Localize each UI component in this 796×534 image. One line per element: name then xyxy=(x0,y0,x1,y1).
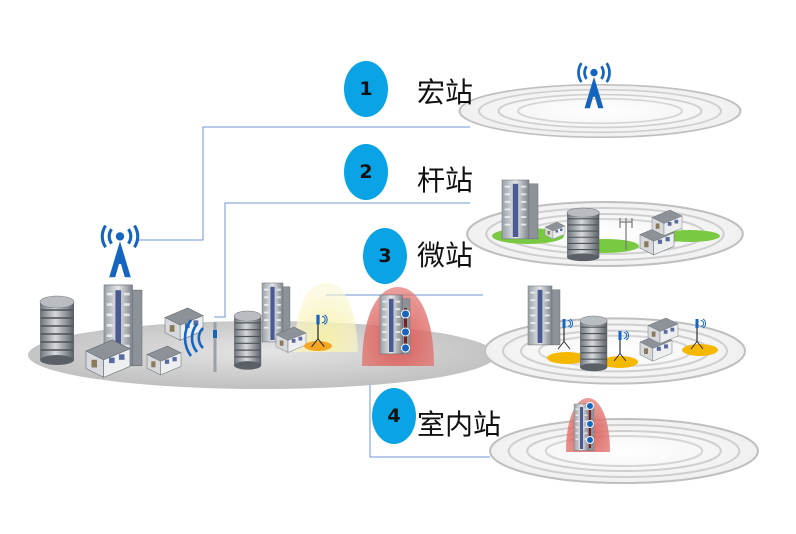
connector-line-macro xyxy=(138,126,470,241)
station-label-micro: 微站 xyxy=(417,239,474,272)
city-scene xyxy=(28,224,496,389)
connector-line-indoor xyxy=(369,364,490,458)
station-label-macro: 宏站 xyxy=(417,76,474,109)
station-label-pole: 杆站 xyxy=(417,164,474,197)
connector-line-pole xyxy=(214,202,470,318)
indoor-station-rings xyxy=(489,398,759,485)
indoor-antenna-icon xyxy=(401,308,410,353)
micro-coverage-cone xyxy=(294,283,358,352)
office-building-icon xyxy=(39,295,75,366)
pole-station-rings xyxy=(466,179,744,268)
office-building-icon xyxy=(579,315,608,372)
pole-station-icon xyxy=(183,319,217,372)
station-number-badge-4: 4 xyxy=(372,388,416,444)
macro-station-rings xyxy=(458,61,742,139)
station-number-badge-2: 2 xyxy=(344,144,388,200)
pole-antenna-icon xyxy=(619,218,633,250)
macro-antenna-icon xyxy=(100,224,140,279)
station-number-badge-1: 1 xyxy=(344,61,388,117)
indoor-antenna-icon xyxy=(586,402,594,448)
wifi-signal-icon xyxy=(197,327,204,349)
office-building-icon xyxy=(501,179,539,240)
office-building-icon xyxy=(527,285,561,346)
micro-station-rings xyxy=(483,285,747,385)
station-label-indoor: 室内站 xyxy=(417,408,502,441)
office-building-icon xyxy=(566,207,600,262)
office-building-icon xyxy=(233,310,262,371)
station-number-badge-3: 3 xyxy=(363,228,407,284)
